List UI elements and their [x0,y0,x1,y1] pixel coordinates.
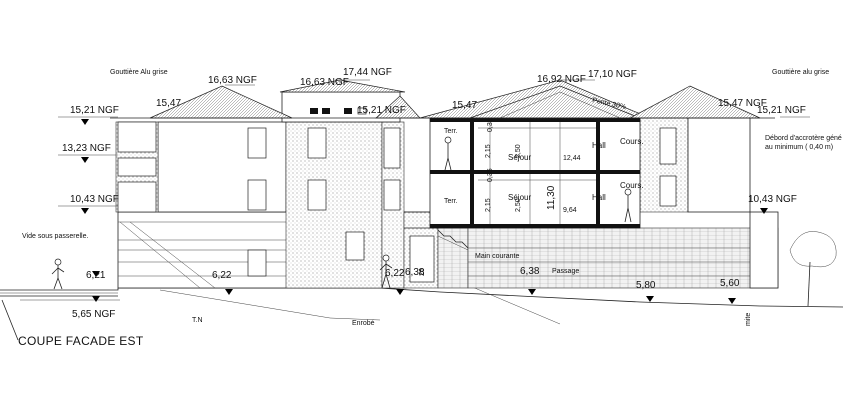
level-13-23: 13,23 NGF [62,143,111,154]
tree-right [789,231,837,307]
room-cours-lower: Cours. [620,181,644,190]
spot-9-64: 9,64 [563,207,577,214]
overhang-note-2: au minimum ( 0,40 m) [765,144,833,151]
level-16-92: 16,92 NGF [537,74,586,85]
main-courante-label: Main courante [475,253,519,260]
person-balcony-upper [444,136,452,171]
room-hall-lower: Hall [592,193,606,202]
tn-label: T.N [192,317,203,324]
room-terr-upper: Terr. [444,128,458,135]
spot-5-60: 5,60 [720,278,740,289]
dim-0-35-b: 0,35 [487,168,494,182]
entourage [51,136,837,307]
level-15-47-mid: 15,47 [452,100,477,111]
person-corridor [624,188,632,223]
spot-6-21: 6,21 [86,270,106,281]
level-10-43-right: 10,43 NGF [748,194,797,205]
overhang-note-1: Débord d'accrotère géné [765,135,842,142]
level-16-63-left: 16,63 NGF [208,75,257,86]
level-15-47-left: 15,47 [156,98,181,109]
dim-11-30: 11,30 [546,185,557,210]
spot-6-22: 6,22 [212,270,232,281]
level-10-43-left: 10,43 NGF [70,194,119,205]
level-15-21-left: 15,21 NGF [70,105,119,116]
dim-2-50-b: 2,50 [515,198,522,212]
spot-6-38-b: 6,38 [520,266,540,277]
dim-2-15-a: 2,15 [485,144,492,158]
level-17-44: 17,44 NGF [343,67,392,78]
spot-6-22-b: 6,22 [385,268,405,279]
mite-label: mite [745,313,752,326]
gutter-left-note: Gouttière Alu grise [110,69,168,76]
right-building [410,79,779,289]
dim-26: 26 [419,268,426,276]
person-center [379,254,393,289]
passage-label: Passage [552,268,579,275]
terrain [0,285,843,341]
drawing-title: COUPE FACADE EST [18,334,144,348]
room-sejour-upper: Séjour [508,153,531,162]
void-note: Vide sous passerelle. [22,233,88,240]
level-15-47-right: 15,47 NGF [718,98,767,109]
dim-2-50-a: 2,50 [515,144,522,158]
level-15-21-mid: 15,21 NGF [357,105,406,116]
gutter-right-note: Gouttière alu grise [772,69,829,76]
level-5-65: 5,65 NGF [72,309,115,320]
dim-2-15-b: 2,15 [485,198,492,212]
enrobe-label: Enrobé [352,320,375,327]
level-17-10: 17,10 NGF [588,69,637,80]
left-building [110,79,421,289]
room-hall-upper: Hall [592,141,606,150]
spot-12-44: 12,44 [563,155,581,162]
room-terr-lower: Terr. [444,198,458,205]
level-16-63-mid: 16,63 NGF [300,77,349,88]
spot-6-38-a: 6,38 [405,267,425,278]
level-15-21-right: 15,21 NGF [757,105,806,116]
level-markers [58,79,810,304]
dim-0-35-a: 0,35 [487,118,494,132]
room-cours-upper: Cours. [620,137,644,146]
person-left [51,258,65,290]
spot-5-80: 5,80 [636,280,656,291]
room-sejour-lower: Séjour [508,193,531,202]
